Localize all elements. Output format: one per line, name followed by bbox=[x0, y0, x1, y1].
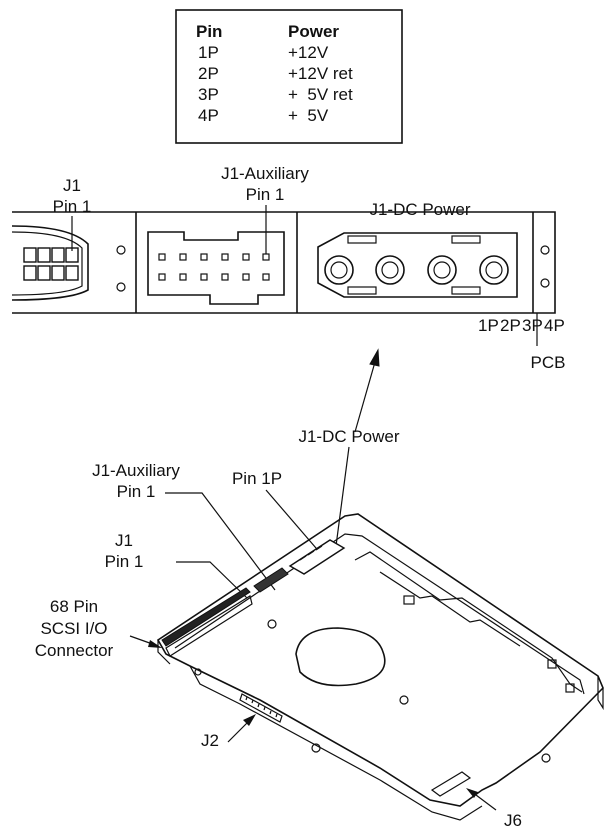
table-cell-pin: 1P bbox=[198, 43, 219, 62]
scsi-label-line1: 68 Pin bbox=[50, 597, 98, 616]
screw-hole bbox=[267, 619, 277, 629]
view-arrow bbox=[354, 348, 380, 433]
drive-dc-power-label: J1-DC Power bbox=[298, 427, 399, 446]
pin1p-leader bbox=[265, 489, 323, 556]
dc-pin-label: 4P bbox=[544, 316, 565, 335]
table-header-power: Power bbox=[288, 22, 339, 41]
drive-rear-ledge-2 bbox=[379, 571, 521, 647]
table-cell-pin: 3P bbox=[198, 85, 219, 104]
aux-pin-grid bbox=[158, 253, 270, 281]
drive-aux-label-line2: Pin 1 bbox=[117, 482, 156, 501]
drive-j2-jumper bbox=[239, 693, 283, 723]
drive-aux-connector bbox=[253, 567, 289, 593]
table-cell-power: +12V bbox=[288, 43, 329, 62]
j2-label: J2 bbox=[201, 731, 219, 750]
spindle-hub bbox=[295, 627, 386, 687]
j6-label: J6 bbox=[504, 811, 522, 830]
aux-connector-shell bbox=[147, 231, 285, 305]
table-cell-power: + 5V bbox=[288, 106, 329, 125]
mount-hole bbox=[540, 278, 550, 288]
screw-hole bbox=[311, 743, 321, 753]
screw-hole bbox=[541, 753, 551, 763]
drive-front-edge bbox=[157, 640, 171, 665]
screw-hole bbox=[194, 668, 202, 676]
rear-face-outline bbox=[12, 211, 556, 314]
aux-label-line2: Pin 1 bbox=[246, 185, 285, 204]
drive-aux-label-line1: J1-Auxiliary bbox=[92, 461, 180, 480]
mount-hole bbox=[540, 245, 550, 255]
j1-leader bbox=[176, 561, 248, 599]
scsi-label-line2: SCSI I/O bbox=[40, 619, 107, 638]
mount-hole bbox=[116, 282, 126, 292]
scsi-connector-inner bbox=[11, 231, 83, 296]
table-border bbox=[175, 9, 403, 144]
mount-slot bbox=[403, 595, 415, 605]
pcb-label: PCB bbox=[531, 353, 566, 372]
drive-dc-connector bbox=[288, 539, 346, 575]
drive-side-edge bbox=[597, 676, 604, 711]
dc-leader bbox=[335, 446, 350, 547]
aux-leader bbox=[165, 492, 276, 591]
dc-latch bbox=[347, 286, 377, 295]
drive-j1-label-line1: J1 bbox=[115, 531, 133, 550]
dc-power-label: J1-DC Power bbox=[369, 200, 470, 219]
table-cell-power: + 5V ret bbox=[288, 85, 353, 104]
scsi-pin-row bbox=[23, 247, 79, 281]
dc-latch bbox=[347, 235, 377, 244]
mount-hole bbox=[116, 245, 126, 255]
dc-pin-label: 1P bbox=[478, 316, 499, 335]
drive-isometric-view: J1-DC Power J1-Auxiliary Pin 1 Pin 1P J1… bbox=[35, 427, 604, 830]
table-cell-pin: 2P bbox=[198, 64, 219, 83]
dc-pin-label: 2P bbox=[500, 316, 521, 335]
table-header-pin: Pin bbox=[196, 22, 222, 41]
dc-latch bbox=[451, 235, 481, 244]
mount-slot bbox=[547, 659, 557, 669]
dc-power-pins bbox=[324, 255, 509, 285]
dc-pin-label: 3P bbox=[522, 316, 543, 335]
dc-latch bbox=[451, 286, 481, 295]
table-cell-power: +12V ret bbox=[288, 64, 353, 83]
j2-arrowhead bbox=[243, 714, 256, 726]
drive-bottom-edge bbox=[189, 665, 483, 821]
scsi-connector-shell bbox=[11, 225, 89, 301]
aux-label-line1: J1-Auxiliary bbox=[221, 164, 309, 183]
j1-label-line1: J1 bbox=[63, 176, 81, 195]
drive-j6-connector bbox=[430, 771, 472, 797]
connector-rear-view: J1 Pin 1 J1-Auxiliary Pin 1 J1-DC Power bbox=[11, 164, 566, 372]
drive-pin1p-label: Pin 1P bbox=[232, 469, 282, 488]
dc-connector-shell bbox=[317, 232, 518, 298]
drive-top-outline bbox=[156, 513, 604, 807]
drive-scsi-connector bbox=[161, 587, 253, 657]
screw-hole bbox=[399, 695, 409, 705]
drive-inner-rim bbox=[174, 533, 585, 695]
scsi-label-line3: Connector bbox=[35, 641, 114, 660]
j1-label-line2: Pin 1 bbox=[53, 197, 92, 216]
drive-rear-ledge bbox=[354, 551, 583, 693]
drive-j1-label-line2: Pin 1 bbox=[105, 552, 144, 571]
mount-slot bbox=[565, 683, 575, 693]
pin-power-table: Pin Power 1P +12V 2P +12V ret 3P + 5V re… bbox=[175, 9, 403, 144]
table-cell-pin: 4P bbox=[198, 106, 219, 125]
